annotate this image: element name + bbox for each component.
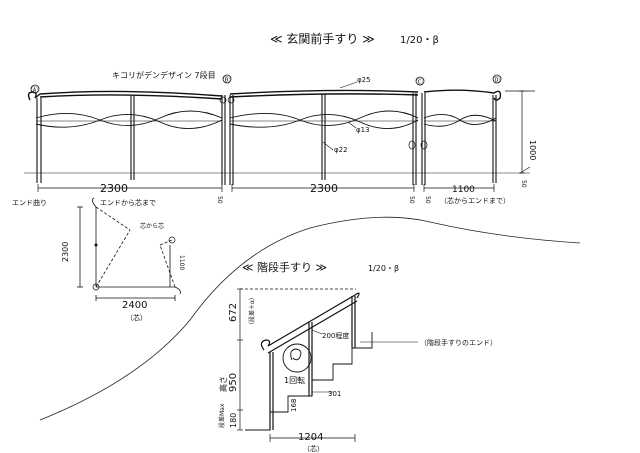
stair-rail (260, 292, 360, 430)
title-block-top: ≪ 玄関前手すり ≫ 1/20・β (270, 31, 439, 46)
marker-b: Ⓑ (223, 76, 230, 84)
stair-bottom-dim (269, 434, 356, 442)
ground-hatch (519, 166, 531, 174)
posts (36, 93, 497, 185)
plan-1100: 1100 (178, 255, 185, 270)
dim-top-mid: 2300 (310, 182, 338, 195)
stair-180: 180 (229, 413, 238, 428)
title-stair-handrail: ≪ 階段手すり ≫ (242, 260, 327, 274)
pipe-callouts: φ25 φ13 φ22 (322, 76, 371, 154)
scale-top: 1/20・β (400, 35, 439, 46)
dim-small-right: 50 (520, 180, 527, 188)
stair-end-note: （階段手すりのエンド） (420, 338, 497, 347)
label-end-left: エンド曲り (12, 198, 47, 207)
plan-view (77, 197, 181, 301)
bottom-dimensions (37, 184, 495, 192)
stair-672-note: （段差＋α） (248, 294, 256, 328)
scale-stair: 1/20・β (368, 264, 399, 273)
label-right-end: （芯からエンドまで） (440, 196, 510, 205)
dim-height: 1000 (528, 140, 537, 160)
stair-950: 950 (228, 373, 239, 392)
stair-301: 301 (328, 390, 341, 398)
stair-rotate: 1回転 (284, 376, 305, 385)
plan-total: （芯） (126, 313, 147, 322)
height-dimension (505, 90, 535, 174)
rotate-detail-curl (290, 348, 302, 361)
marker-c: Ⓒ (416, 78, 423, 86)
plan-note-a: エンドから芯まで (100, 198, 156, 207)
stair-200: 200程度 (322, 331, 349, 340)
plan-2300: 2300 (61, 242, 70, 262)
pipe-25-label: φ25 (357, 76, 371, 84)
stair-672: 672 (228, 303, 239, 322)
dim-small-a: 50 (216, 196, 223, 204)
rotate-detail-circle (282, 343, 312, 373)
stair-vertical-dims (237, 288, 243, 431)
dim-top-right: 1100 (452, 185, 475, 195)
plan-2400: 2400 (122, 300, 147, 311)
plan-note-b: 芯から芯 (140, 222, 164, 230)
stair-180-label: 段差Max (218, 403, 226, 428)
marker-a: Ⓐ (31, 86, 38, 94)
stair-height-label: 高さ (218, 376, 228, 392)
stair-1204: 1204 (298, 432, 323, 443)
wavy-rails (35, 110, 497, 129)
design-note: キコリがデンデザイン 7段目 (112, 70, 216, 80)
dim-small-c: 50 (424, 196, 431, 204)
stair-168: 168 (290, 399, 298, 412)
plan-post-b (92, 283, 100, 291)
pipe-22-label: φ22 (334, 146, 348, 154)
pipe-13-label: φ13 (356, 126, 370, 134)
plan-mid-dot (94, 243, 98, 247)
leader-200 (311, 329, 323, 335)
dim-top-left: 2300 (100, 182, 128, 195)
plan-post-c (168, 236, 176, 244)
top-rail (27, 89, 502, 101)
joint-rings (219, 96, 428, 150)
divider-curve (39, 216, 581, 421)
dim-small-b: 50 (408, 196, 415, 204)
title-entrance-handrail: ≪ 玄関前手すり ≫ (270, 31, 375, 46)
stair-1204-note: （芯） (303, 444, 324, 453)
marker-d: Ⓓ (493, 76, 500, 84)
